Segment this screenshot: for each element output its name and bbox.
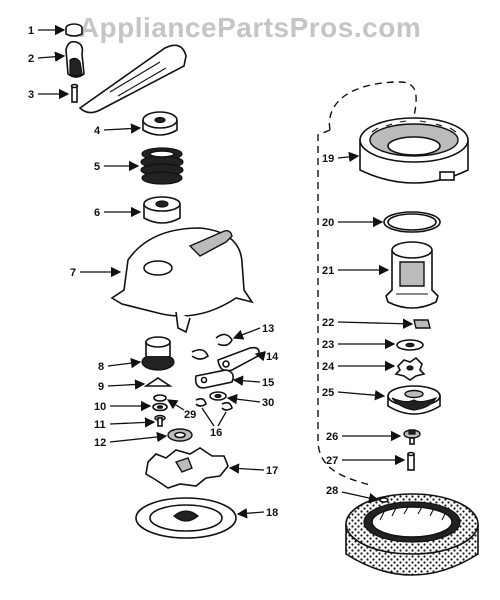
callout-4: 4 <box>94 123 142 137</box>
callout-29: 29 <box>166 399 196 421</box>
callout-24: 24 <box>322 360 396 373</box>
callout-label-28: 28 <box>326 485 338 497</box>
callout-label-13: 13 <box>262 323 274 335</box>
callout-label-30: 30 <box>262 397 274 409</box>
callout-8: 8 <box>98 357 142 373</box>
callout-22: 22 <box>322 317 414 329</box>
callout-label-4: 4 <box>94 125 101 137</box>
callout-label-20: 20 <box>322 217 334 229</box>
part-12-retainer-ring <box>167 428 193 442</box>
callout-label-8: 8 <box>98 361 104 373</box>
callout-label-3: 3 <box>28 89 34 101</box>
part-27-pin <box>407 451 415 471</box>
callout-label-10: 10 <box>94 401 106 413</box>
callout-10: 10 <box>94 400 152 413</box>
callout-5: 5 <box>94 160 140 173</box>
part-3-crank-handle <box>70 44 187 114</box>
callout-3: 3 <box>28 88 70 101</box>
part-28-base-wheel <box>345 493 479 576</box>
part-18-base-plate <box>135 497 237 539</box>
callout-label-14: 14 <box>266 351 279 363</box>
callout-21: 21 <box>322 264 390 277</box>
callout-label-2: 2 <box>28 53 34 65</box>
callout-1: 1 <box>28 24 66 37</box>
part-20-o-ring <box>383 211 441 233</box>
part-19-gear-housing <box>359 117 469 184</box>
callout-25: 25 <box>322 387 386 401</box>
callout-16: 16 <box>201 407 227 439</box>
part-clip-small <box>191 348 209 360</box>
callout-label-7: 7 <box>70 267 76 279</box>
part-4-hub <box>142 111 178 136</box>
part-11-screw <box>154 414 166 427</box>
callout-18: 18 <box>236 507 278 519</box>
callout-label-1: 1 <box>28 25 34 37</box>
part-26-screw <box>403 429 421 445</box>
part-29-washer <box>153 394 167 402</box>
callout-15: 15 <box>232 375 274 389</box>
callout-14: 14 <box>254 351 279 363</box>
part-25-cam <box>387 385 441 415</box>
callout-label-6: 6 <box>94 207 100 219</box>
callout-30: 30 <box>226 393 274 409</box>
part-24-star-lock <box>394 356 426 381</box>
callout-17: 17 <box>228 463 278 477</box>
callout-6: 6 <box>94 206 142 219</box>
part-14-pawl <box>217 346 260 372</box>
callout-13: 13 <box>232 323 274 340</box>
callout-label-5: 5 <box>94 161 100 173</box>
part-10-washer <box>152 402 168 412</box>
part-1-knob-cap <box>65 23 83 37</box>
part-16-e-clips <box>195 397 233 411</box>
part-22-clip <box>413 319 431 329</box>
callout-label-18: 18 <box>266 507 278 519</box>
callout-27: 27 <box>326 454 406 467</box>
assembly-guide-line <box>317 81 417 486</box>
part-30-washer <box>209 391 227 401</box>
callout-label-15: 15 <box>262 377 274 389</box>
callout-label-17: 17 <box>266 465 278 477</box>
part-5-spring <box>140 147 184 185</box>
callout-label-25: 25 <box>322 387 334 399</box>
callout-26: 26 <box>326 430 402 443</box>
callout-label-9: 9 <box>98 381 104 393</box>
part-17-pulley-plate <box>145 447 229 489</box>
part-8-drive-gear <box>141 336 175 371</box>
callout-11: 11 <box>94 417 156 431</box>
part-9-washer <box>143 377 173 387</box>
callout-19: 19 <box>322 151 360 165</box>
callout-12: 12 <box>94 431 168 449</box>
callout-label-23: 23 <box>322 339 334 351</box>
callout-label-27: 27 <box>326 455 338 467</box>
callout-label-24: 24 <box>322 361 335 373</box>
part-7-cover-housing <box>110 227 254 334</box>
callout-label-29: 29 <box>184 409 196 421</box>
part-6-spring-cup <box>143 196 181 224</box>
callout-label-22: 22 <box>322 317 334 329</box>
callout-9: 9 <box>98 379 146 393</box>
callout-label-21: 21 <box>322 265 334 277</box>
callout-label-11: 11 <box>94 419 106 431</box>
callout-label-19: 19 <box>322 153 334 165</box>
callout-7: 7 <box>70 266 122 279</box>
part-21-motor <box>385 241 439 309</box>
part-23-washer <box>396 339 424 351</box>
part-2-knob <box>65 40 85 78</box>
callout-28: 28 <box>326 485 380 504</box>
callout-label-26: 26 <box>326 431 338 443</box>
callout-label-12: 12 <box>94 437 106 449</box>
part-13-spring-clip <box>215 333 233 347</box>
callout-label-16: 16 <box>210 427 222 439</box>
callout-2: 2 <box>28 51 66 65</box>
callout-23: 23 <box>322 338 396 351</box>
callout-20: 20 <box>322 216 384 229</box>
site-watermark: AppliancePartsPros.com <box>78 12 422 43</box>
part-15-pawl-plate <box>194 369 234 389</box>
